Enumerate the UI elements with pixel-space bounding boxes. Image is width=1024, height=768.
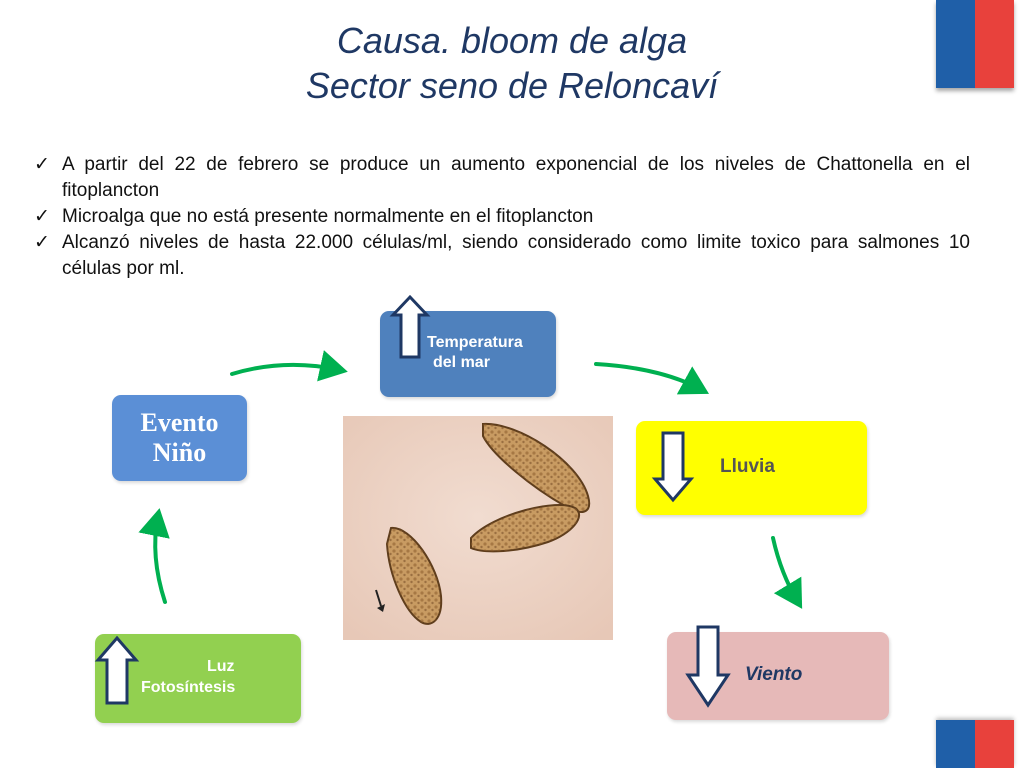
flag-decoration-bottom <box>936 720 1014 768</box>
chattonella-microalgae-photo <box>343 416 613 640</box>
temperatura-sublabel: del mar <box>433 354 490 371</box>
cycle-arrow-luz-to-evento <box>138 508 170 604</box>
lluvia-label: Lluvia <box>720 456 775 477</box>
algae-cell-2 <box>470 504 581 553</box>
up-arrow-icon-luz <box>94 635 140 705</box>
flag-decoration-top <box>936 0 1014 88</box>
bullet-item: ✓ A partir del 22 de febrero se produce … <box>34 152 970 204</box>
luz-box: Luz Fotosíntesis <box>95 634 301 723</box>
up-arrow-icon-temperatura <box>389 294 431 359</box>
checkmark-icon: ✓ <box>34 232 50 253</box>
cycle-arrow-evento-to-temperatura <box>230 350 348 382</box>
checkmark-icon: ✓ <box>34 206 50 227</box>
title-line-1: Causa. bloom de alga <box>336 20 688 61</box>
title-line-2: Sector seno de Reloncaví <box>305 65 719 106</box>
microalgae-illustration <box>343 416 613 640</box>
algae-cell-1 <box>482 422 591 513</box>
luz-label: Luz <box>207 658 235 675</box>
bullet-item: ✓ Alcanzó niveles de hasta 22.000 célula… <box>34 230 970 282</box>
bullet-text: Microalga que no está presente normalmen… <box>62 206 594 227</box>
nino-label: Niño <box>152 438 207 467</box>
bullet-text: Alcanzó niveles de hasta 22.000 células/… <box>62 232 970 279</box>
cycle-arrow-lluvia-to-viento <box>771 536 803 609</box>
bullet-list: ✓ A partir del 22 de febrero se produce … <box>34 152 970 282</box>
viento-label: Viento <box>745 664 803 685</box>
slide-title: Causa. bloom de alga Sector seno de Relo… <box>0 18 1024 108</box>
fotosintesis-label: Fotosíntesis <box>141 679 236 696</box>
down-arrow-icon-viento <box>685 625 731 708</box>
temperatura-label: Temperatura <box>427 334 523 351</box>
bullet-item: ✓ Microalga que no está presente normalm… <box>34 204 970 230</box>
pointer-arrow-icon <box>375 589 385 612</box>
down-arrow-icon-lluvia <box>651 431 695 503</box>
bullet-text: A partir del 22 de febrero se produce un… <box>62 154 970 201</box>
evento-nino-box: Evento Niño <box>112 395 247 481</box>
checkmark-icon: ✓ <box>34 154 50 175</box>
cycle-arrow-temperatura-to-lluvia <box>594 362 710 395</box>
algae-cell-3 <box>385 526 443 625</box>
evento-label: Evento <box>140 408 219 437</box>
